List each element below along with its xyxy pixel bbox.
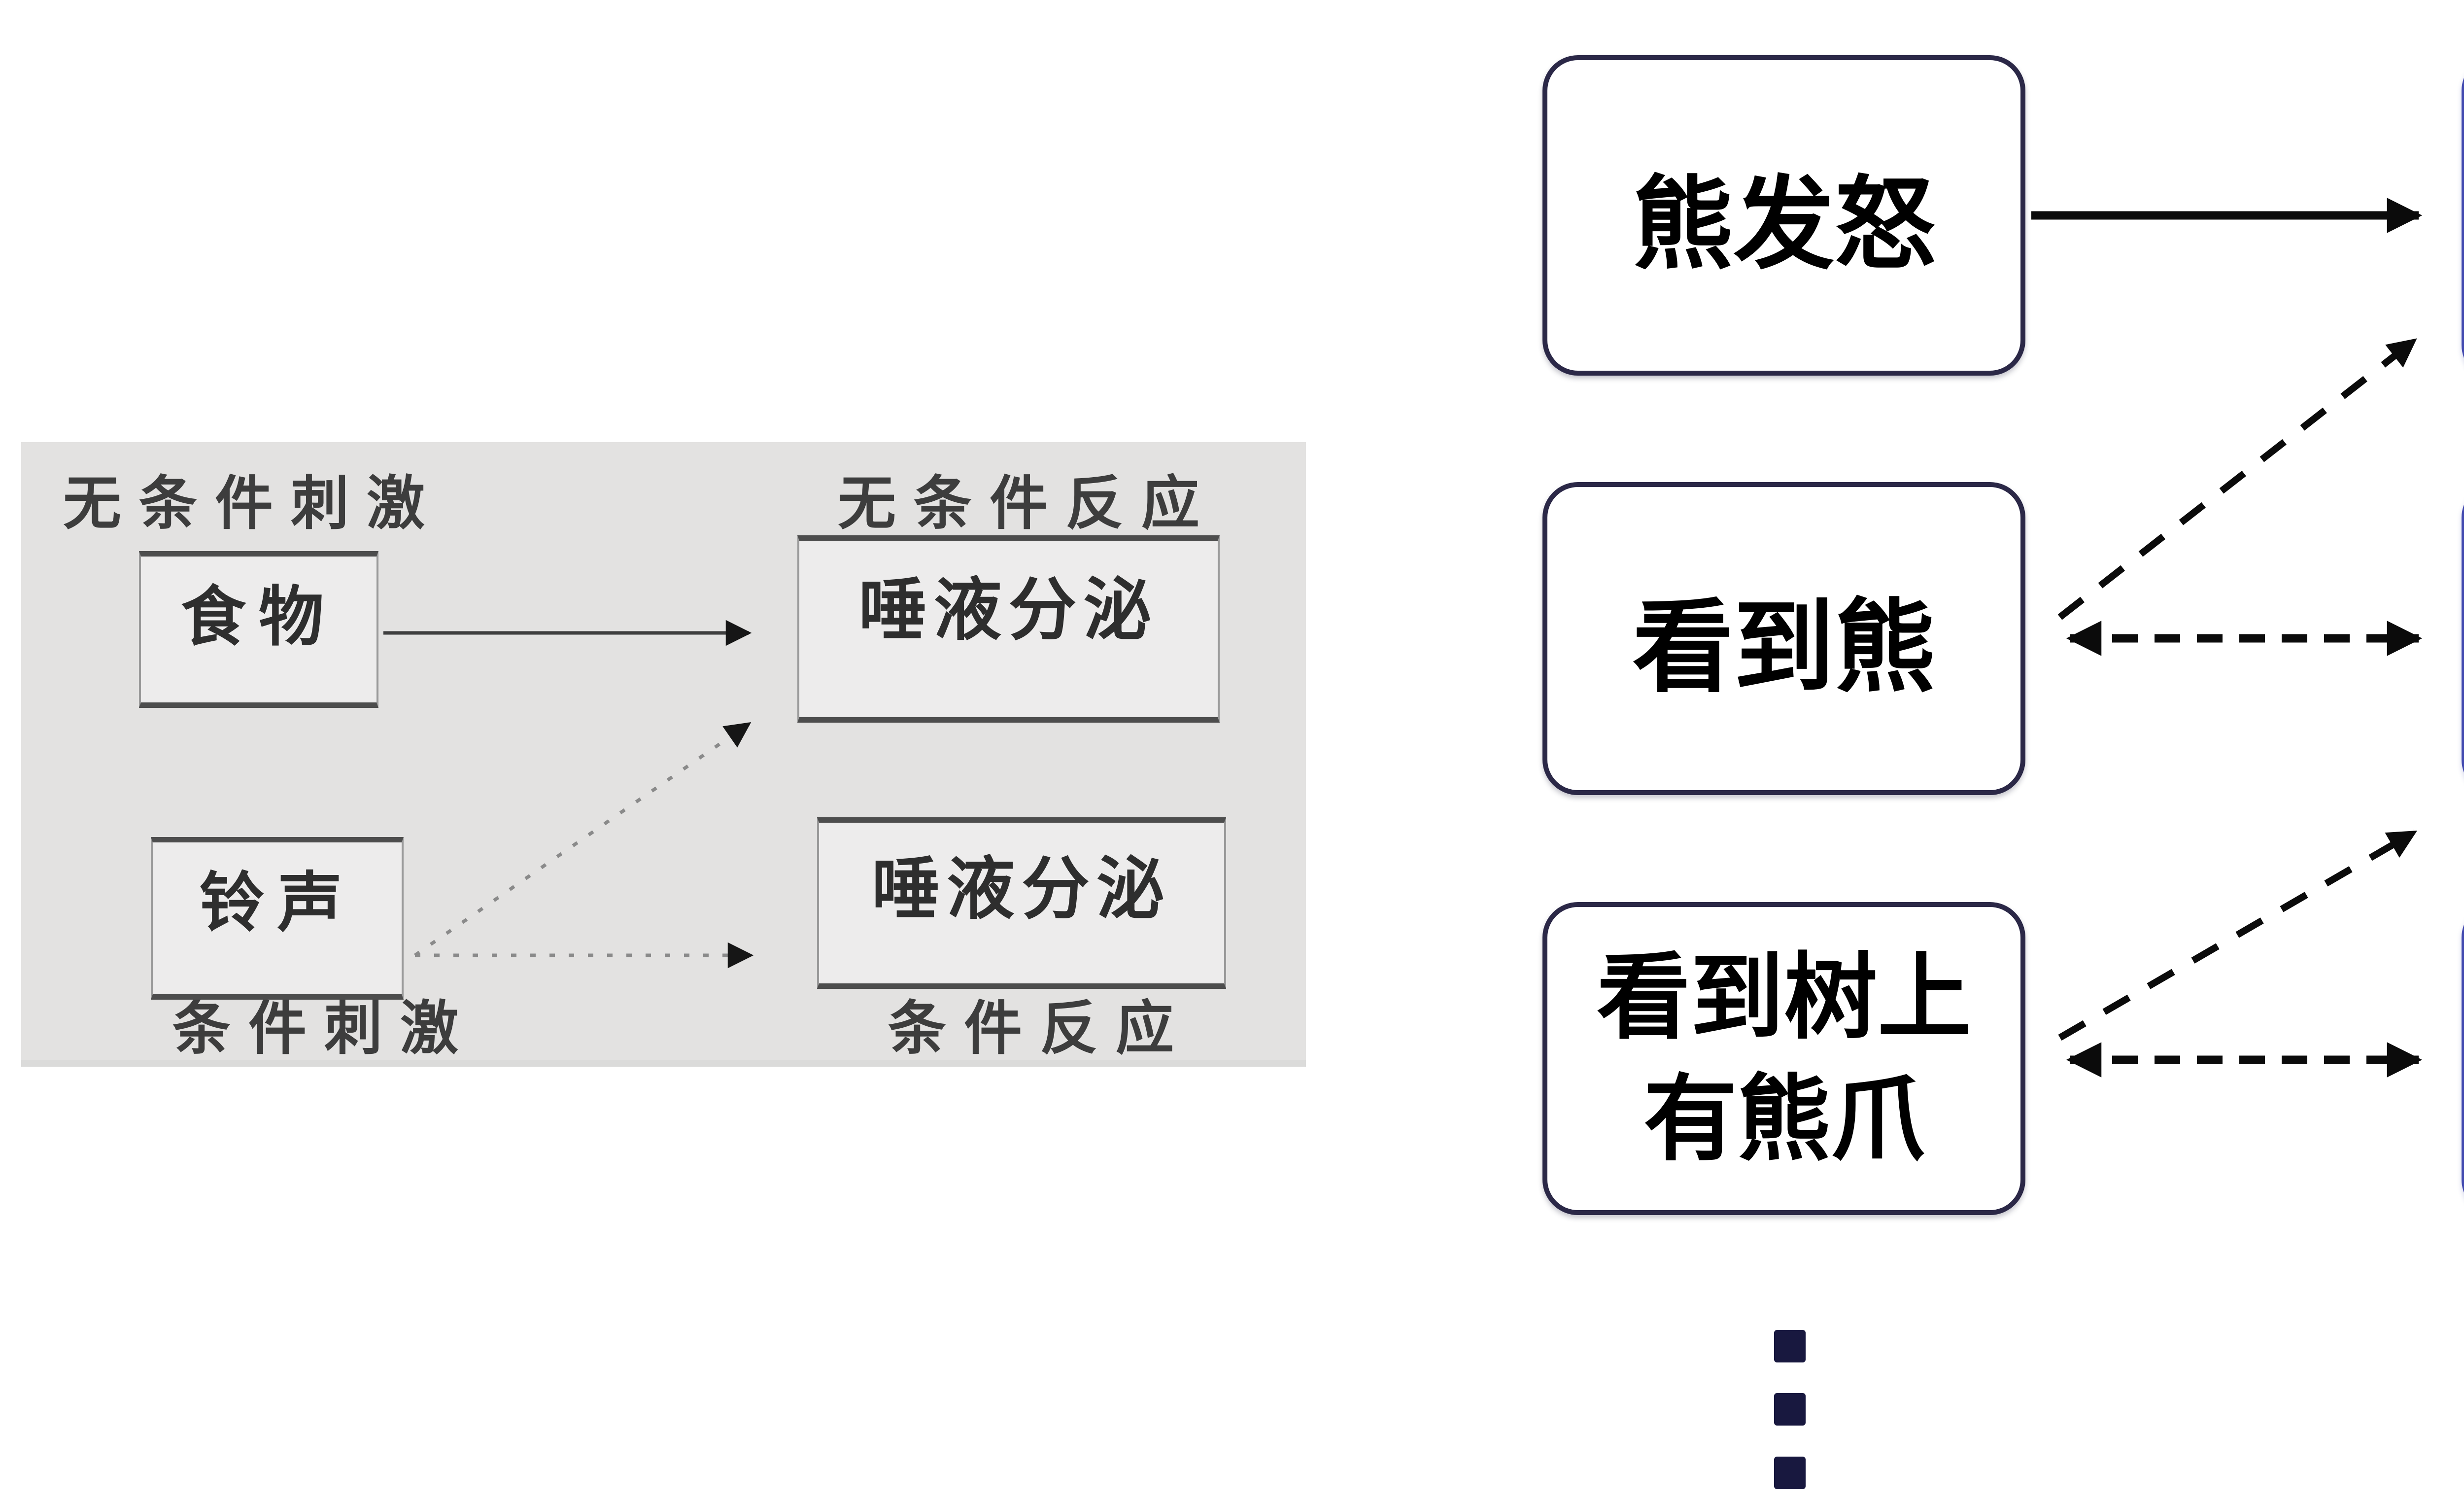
ellipsis-left-dot-3 — [1774, 1457, 1806, 1489]
label-conditioned-response: 条件反应 — [888, 996, 1192, 1061]
label-conditioned-stimulus: 条件刺激 — [172, 996, 477, 1061]
node-reward: 奖励 — [2462, 55, 2464, 381]
node-see-bear: 看到熊 — [1542, 482, 2025, 795]
node-see-claw-label-line1: 看到树上 — [1596, 945, 1971, 1050]
box-conditioned-response: 唾液分泌 — [817, 817, 1226, 989]
label-unconditioned-stimulus: 无条件刺激 — [63, 471, 443, 536]
box-food: 食物 — [139, 551, 378, 708]
box-unconditioned-response: 唾液分泌 — [797, 535, 1220, 723]
box-food-label: 食物 — [181, 581, 337, 653]
node-bear-rage: 熊发怒 — [1542, 55, 2025, 376]
arrow-seeclaw-to-vnext-dashed — [2058, 829, 2418, 1041]
node-bear-rage-label: 熊发怒 — [1632, 168, 1936, 281]
ellipsis-left-dot-2 — [1774, 1393, 1806, 1426]
arrow-seebear-to-reward-dashed — [2057, 337, 2417, 620]
box-unconditioned-response-label: 唾液分泌 — [858, 572, 1159, 648]
box-bell-label: 铃声 — [199, 867, 355, 939]
ellipsis-left-dot-1 — [1774, 1330, 1806, 1362]
node-value-next-state: V(s′) — [2462, 482, 2464, 795]
box-bell: 铃声 — [151, 837, 404, 1000]
box-conditioned-response-label: 唾液分泌 — [871, 851, 1171, 927]
node-value-current-state: V(s) — [2462, 902, 2464, 1215]
node-see-bear-label: 看到熊 — [1632, 591, 1936, 704]
label-unconditioned-response: 无条件反应 — [838, 471, 1218, 536]
node-see-claw-label-line2: 有熊爪 — [1643, 1067, 1924, 1172]
node-see-claw: 看到树上 有熊爪 — [1542, 902, 2025, 1215]
